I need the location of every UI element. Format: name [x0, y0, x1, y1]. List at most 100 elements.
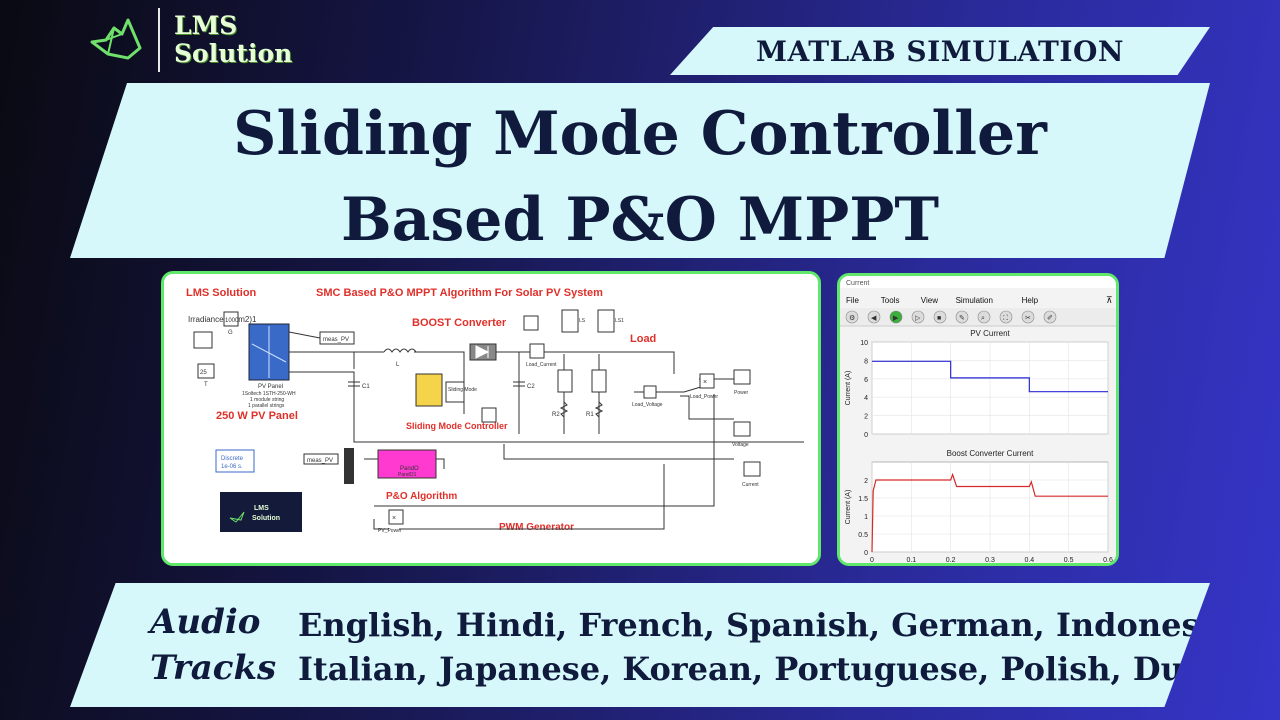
y-tick-label: 0: [864, 550, 868, 557]
current-scope-label: Current: [742, 482, 759, 488]
sliding-mode-block[interactable]: [445, 381, 465, 403]
y-tick-label: 1.5: [858, 496, 868, 503]
t-port: T: [204, 382, 208, 388]
svg-text:◀: ◀: [871, 315, 877, 322]
pando-block[interactable]: [377, 449, 437, 479]
g-port: G: [228, 330, 233, 336]
c1-label: C1: [362, 384, 370, 390]
y-tick-label: 0: [864, 432, 868, 439]
x-tick-label: 0.6: [1103, 557, 1113, 563]
zoom-icon[interactable]: ⌕: [977, 310, 991, 324]
title-banner: Sliding Mode Controller Based P&O MPPT: [70, 83, 1210, 258]
model-heading: SMC Based P&O MPPT Algorithm For Solar P…: [316, 287, 603, 299]
brand-name: LMS Solution: [174, 12, 292, 68]
languages-line-1: English, Hindi, French, Spanish, German,…: [298, 606, 1267, 644]
model-logo-line2: Solution: [252, 515, 280, 522]
temp-value: 25: [200, 370, 207, 376]
svg-text:×: ×: [703, 379, 707, 386]
pv-power-label: PV_Power: [378, 528, 402, 534]
scope-title: Current: [846, 280, 869, 287]
pv-panel-label: PV Panel: [258, 384, 283, 390]
y-tick-label: 0.5: [858, 532, 868, 539]
powergui-block[interactable]: [215, 449, 255, 473]
pin-icon[interactable]: ⊼: [1106, 295, 1113, 305]
menu-item-simulation[interactable]: Simulation: [956, 296, 993, 305]
audio-language-list: English, Hindi, French, Spanish, German,…: [298, 603, 1267, 691]
svg-text:▶: ▶: [893, 315, 899, 322]
audio-label-line2: Tracks: [150, 648, 277, 688]
switch-ls1: [597, 309, 615, 333]
title-line-1: Sliding Mode Controller: [233, 99, 1047, 169]
tools-icon[interactable]: ✂: [1021, 310, 1035, 324]
x-tick-label: 0.5: [1064, 557, 1074, 563]
y-tick-label: 1: [864, 514, 868, 521]
y-tick-label: 10: [860, 340, 868, 347]
svg-text:⚙: ⚙: [849, 314, 855, 322]
x-tick-label: 0.3: [985, 557, 995, 563]
r1-label: R1: [586, 412, 594, 418]
pv-desc-2: 1 module string: [250, 397, 284, 403]
pv-panel-title: 250 W PV Panel: [216, 410, 298, 422]
matlab-simulation-tag: MATLAB SIMULATION: [670, 27, 1210, 75]
voltage-scope[interactable]: [733, 421, 751, 437]
simulink-model-card: LMS Solution SMC Based P&O MPPT Algorith…: [161, 271, 821, 566]
menu-item-help[interactable]: Help: [1022, 296, 1039, 305]
current-sensor: [529, 343, 545, 359]
load-current-label: Load_Current: [526, 362, 557, 368]
languages-line-2: Italian, Japanese, Korean, Portuguese, P…: [298, 650, 1242, 688]
run-icon[interactable]: ▶: [889, 310, 903, 324]
power-scope[interactable]: [733, 369, 751, 385]
po-title: P&O Algorithm: [386, 491, 457, 502]
y-axis-label: Current (A): [845, 490, 852, 525]
svg-text:⌕: ⌕: [981, 315, 985, 322]
y-tick-label: 4: [864, 395, 868, 402]
stop-icon[interactable]: ■: [933, 310, 947, 324]
svg-text:×: ×: [392, 515, 396, 522]
scope-figure: Current File Tools View Simulation Help ⊼ ⚙ ◀…: [840, 276, 1116, 563]
menu-item-tools[interactable]: Tools: [881, 296, 900, 305]
svg-text:✂: ✂: [1025, 315, 1031, 322]
c2-label: C2: [527, 384, 535, 390]
lms-logo-icon: [90, 18, 142, 60]
x-tick-label: 0.1: [906, 557, 916, 563]
y-tick-label: 2: [864, 414, 868, 421]
model-brand: LMS Solution: [186, 287, 257, 299]
pando-label: PandO: [400, 466, 419, 472]
x-tick-label: 0.4: [1024, 557, 1034, 563]
y-tick-label: 2: [864, 478, 868, 485]
gear-icon[interactable]: ⚙: [845, 310, 859, 324]
svg-text:⛶: ⛶: [1003, 314, 1008, 322]
pv-desc-3: 1 parallel strings: [248, 403, 285, 409]
audio-label-line1: Audio: [150, 602, 261, 642]
pv-desc-1: 1Soltech 1STH-250-WH: [242, 391, 296, 397]
load-label: Load: [630, 333, 656, 345]
plot-title: Boost Converter Current: [947, 449, 1034, 458]
smc-title: Sliding Mode Controller: [406, 421, 508, 431]
power-scope-label: Power: [734, 390, 749, 396]
discrete-step: 1e-06 s.: [221, 464, 243, 470]
step-icon[interactable]: ▷: [911, 310, 925, 324]
meas-pv-label: meas_PV: [323, 337, 349, 343]
menu-item-view[interactable]: View: [921, 296, 938, 305]
current-scope[interactable]: [743, 461, 761, 477]
logo-divider: [158, 8, 160, 72]
meas-pv-from: [303, 453, 339, 465]
mosfet-block[interactable]: [415, 373, 443, 407]
brand-line1: LMS: [174, 11, 238, 40]
model-logo-box: [220, 492, 302, 532]
edit-icon[interactable]: ✐: [1043, 310, 1057, 324]
title-line-2: Based P&O MPPT: [340, 185, 940, 255]
ls-label: LS: [579, 318, 586, 324]
brand-logo: LMS Solution: [88, 6, 308, 72]
audio-tracks-banner: Audio Tracks English, Hindi, French, Spa…: [70, 583, 1210, 707]
inductor-label: L: [396, 362, 400, 368]
brush-icon[interactable]: ✎: [955, 310, 969, 324]
boost-label: BOOST Converter: [412, 317, 507, 329]
sliding-mode-label: Sliding Mode: [448, 387, 477, 393]
back-icon[interactable]: ◀: [867, 310, 881, 324]
fit-icon[interactable]: ⛶: [999, 310, 1013, 324]
menu-item-file[interactable]: File: [846, 296, 859, 305]
load-voltage-label: Load_Voltage: [632, 402, 663, 408]
